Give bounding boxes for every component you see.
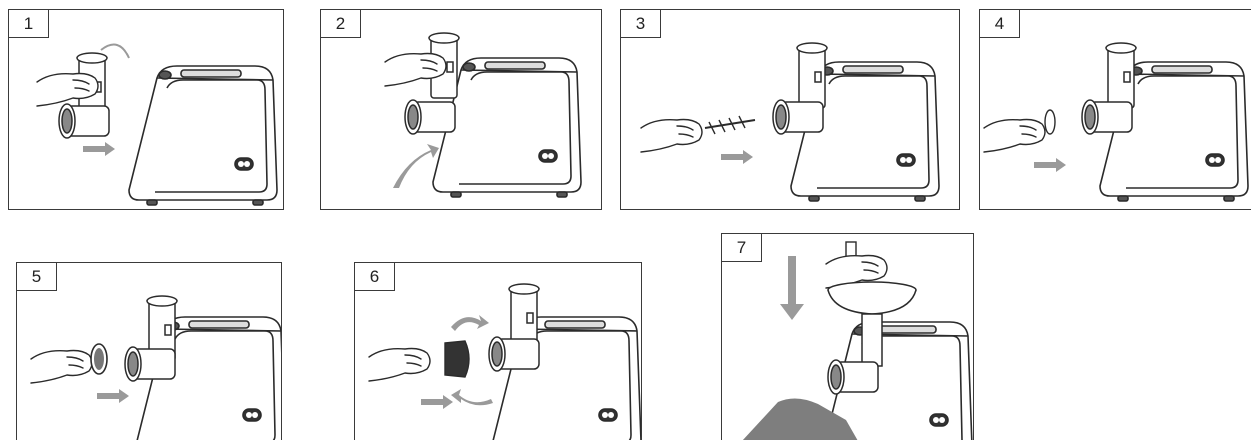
step-number-2: 2 xyxy=(321,10,361,38)
step-2-illustration xyxy=(321,10,602,210)
step-number-6: 6 xyxy=(355,263,395,291)
step-number-1: 1 xyxy=(9,10,49,38)
step-panel-5: 5 xyxy=(16,262,282,440)
step-panel-7: 7 xyxy=(721,233,974,440)
step-panel-2: 2 xyxy=(320,9,602,210)
step-4-illustration xyxy=(980,10,1251,210)
step-7-illustration xyxy=(722,234,974,440)
step-1-illustration xyxy=(9,10,284,210)
step-panel-4: 4 xyxy=(979,9,1251,210)
step-number-7: 7 xyxy=(722,234,762,262)
step-number-3: 3 xyxy=(621,10,661,38)
step-number-5: 5 xyxy=(17,263,57,291)
step-3-illustration xyxy=(621,10,960,210)
step-6-illustration xyxy=(355,263,642,440)
step-number-4: 4 xyxy=(980,10,1020,38)
step-panel-3: 3 xyxy=(620,9,960,210)
step-panel-6: 6 xyxy=(354,262,642,440)
step-panel-1: 1 xyxy=(8,9,284,210)
